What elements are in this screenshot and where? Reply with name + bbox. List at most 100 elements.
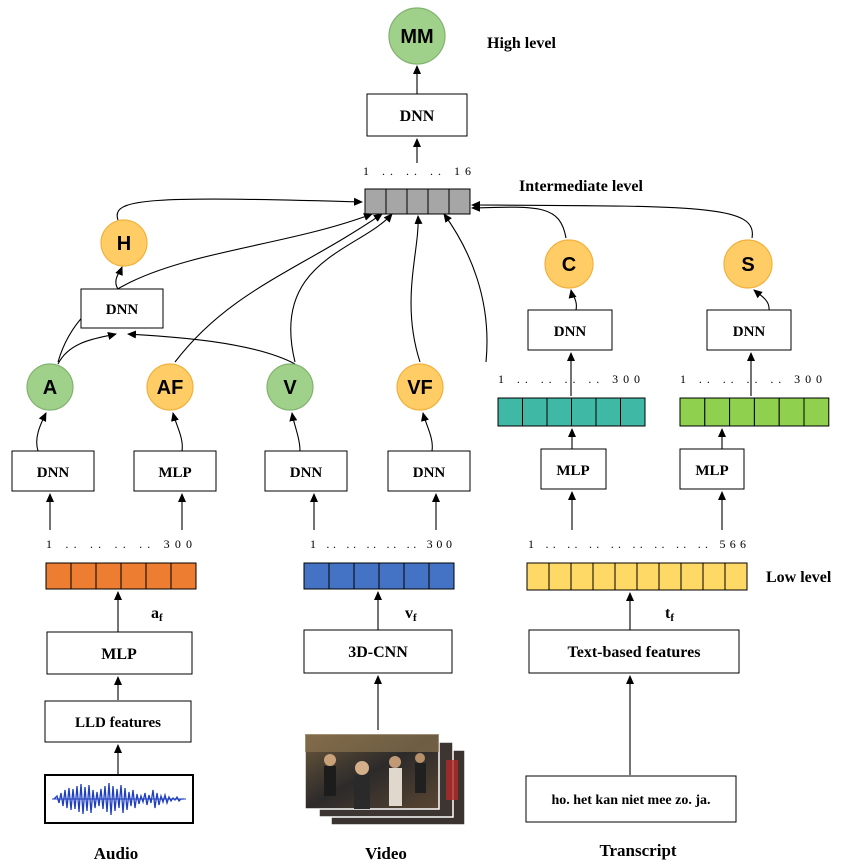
c-cell xyxy=(497,397,523,427)
c-cell xyxy=(546,397,572,427)
audio-cell xyxy=(45,562,72,590)
c-ticks: 1 .. .. .. .. 300 xyxy=(498,372,640,386)
s-cell xyxy=(803,397,830,427)
vf-dnn-label: DNN xyxy=(413,465,446,481)
video-vector xyxy=(303,562,455,590)
intermediate-cell xyxy=(427,188,450,215)
c-dnn-label: DNN xyxy=(554,324,587,340)
text-features-box xyxy=(528,629,740,674)
s-mlp-box xyxy=(679,448,745,490)
mm-node xyxy=(388,7,446,65)
a-node xyxy=(26,363,74,411)
video-cell xyxy=(428,562,455,590)
c-node xyxy=(544,239,594,289)
audio-cell xyxy=(120,562,147,590)
audio-caption: Audio xyxy=(94,844,138,863)
audio-cell xyxy=(145,562,172,590)
s-vector xyxy=(679,397,830,427)
c-cell xyxy=(620,397,646,427)
audio-feature-label: af xyxy=(151,605,163,624)
h-dnn-box xyxy=(80,288,164,329)
h-dnn-label: DNN xyxy=(106,302,139,318)
text-ticks: 1 .. .. .. .. .. .. .. .. 566 xyxy=(528,537,746,551)
af-mlp-box xyxy=(133,450,217,492)
audio-waveform-image xyxy=(44,774,194,824)
vf-node xyxy=(396,363,444,411)
low-level-label: Low level xyxy=(766,569,832,586)
audio-cell xyxy=(95,562,122,590)
s-cell xyxy=(679,397,706,427)
h-node-label: H xyxy=(117,233,131,255)
arrow-v-to-vector xyxy=(290,213,393,363)
intermediate-cell xyxy=(406,188,429,215)
audio-ticks: 1 .. .. .. .. 300 xyxy=(46,537,192,551)
text-vector xyxy=(526,562,748,591)
intermediate-cell xyxy=(448,188,471,215)
arrow-vf-to-vector-a xyxy=(410,215,423,363)
v-dnn-label: DNN xyxy=(290,465,323,481)
arrow-v-to-hdnn xyxy=(127,330,296,365)
arrow-sdnn-to-s xyxy=(753,289,770,311)
video-feature-label: vf xyxy=(405,605,417,624)
cnn-box xyxy=(303,629,453,674)
c-dnn-box xyxy=(527,309,613,351)
arrow-a-to-vector xyxy=(57,213,373,363)
video-cell xyxy=(353,562,380,590)
vf-dnn-box xyxy=(387,450,471,492)
mm-node-label: MM xyxy=(400,26,433,48)
arrow-afmlp-to-af xyxy=(171,412,183,452)
a-node-label: A xyxy=(43,377,57,399)
h-node xyxy=(100,219,148,267)
video-cell xyxy=(303,562,330,590)
text-feature-label: tf xyxy=(665,605,674,624)
af-mlp-label: MLP xyxy=(158,465,191,481)
s-cell xyxy=(704,397,731,427)
text-cell xyxy=(636,562,660,591)
af-node-label: AF xyxy=(157,377,184,399)
c-cell xyxy=(522,397,548,427)
top-dnn-label: DNN xyxy=(400,108,435,125)
audio-cell xyxy=(70,562,97,590)
intermediate-cell xyxy=(385,188,408,215)
c-cell xyxy=(595,397,621,427)
audio-mlp-box xyxy=(46,631,193,675)
text-cell xyxy=(526,562,550,591)
transcript-caption: Transcript xyxy=(599,841,676,860)
transcript-text: ho. het kan niet mee zo. ja. xyxy=(551,793,710,808)
arrow-adnn-to-a xyxy=(36,412,47,452)
vf-node-label: VF xyxy=(407,377,433,399)
video-cell xyxy=(378,562,405,590)
arrow-hdnn-to-h xyxy=(115,266,123,290)
audio-vector xyxy=(45,562,197,590)
video-cell xyxy=(403,562,430,590)
s-mlp-label: MLP xyxy=(695,463,728,479)
audio-mlp-label: MLP xyxy=(101,646,137,663)
a-dnn-label: DNN xyxy=(37,465,70,481)
high-level-label: High level xyxy=(487,35,556,52)
a-dnn-box xyxy=(11,450,95,492)
s-cell xyxy=(778,397,805,427)
arrow-af-to-vector xyxy=(174,213,383,363)
s-node-label: S xyxy=(741,254,754,276)
text-cell xyxy=(658,562,682,591)
video-frames-image xyxy=(304,733,466,826)
intermediate-cell xyxy=(364,188,387,215)
af-node xyxy=(146,363,194,411)
arrow-vdnn-to-v xyxy=(289,412,301,452)
text-cell xyxy=(724,562,748,591)
video-ticks: 1 .. .. .. .. .. 300 xyxy=(310,537,452,551)
cnn-label: 3D-CNN xyxy=(348,644,408,661)
c-mlp-label: MLP xyxy=(556,463,589,479)
arrow-vfdnn-to-vf xyxy=(421,412,433,452)
c-cell xyxy=(571,397,597,427)
s-cell xyxy=(753,397,780,427)
arrow-h-to-vector xyxy=(116,197,363,221)
text-cell xyxy=(548,562,572,591)
video-cell xyxy=(328,562,355,590)
s-dnn-box xyxy=(706,309,792,351)
text-cell xyxy=(680,562,704,591)
arrow-vf-to-vector-b xyxy=(443,213,488,363)
lld-label: LLD features xyxy=(75,715,161,731)
intermediate-vector xyxy=(364,188,471,215)
